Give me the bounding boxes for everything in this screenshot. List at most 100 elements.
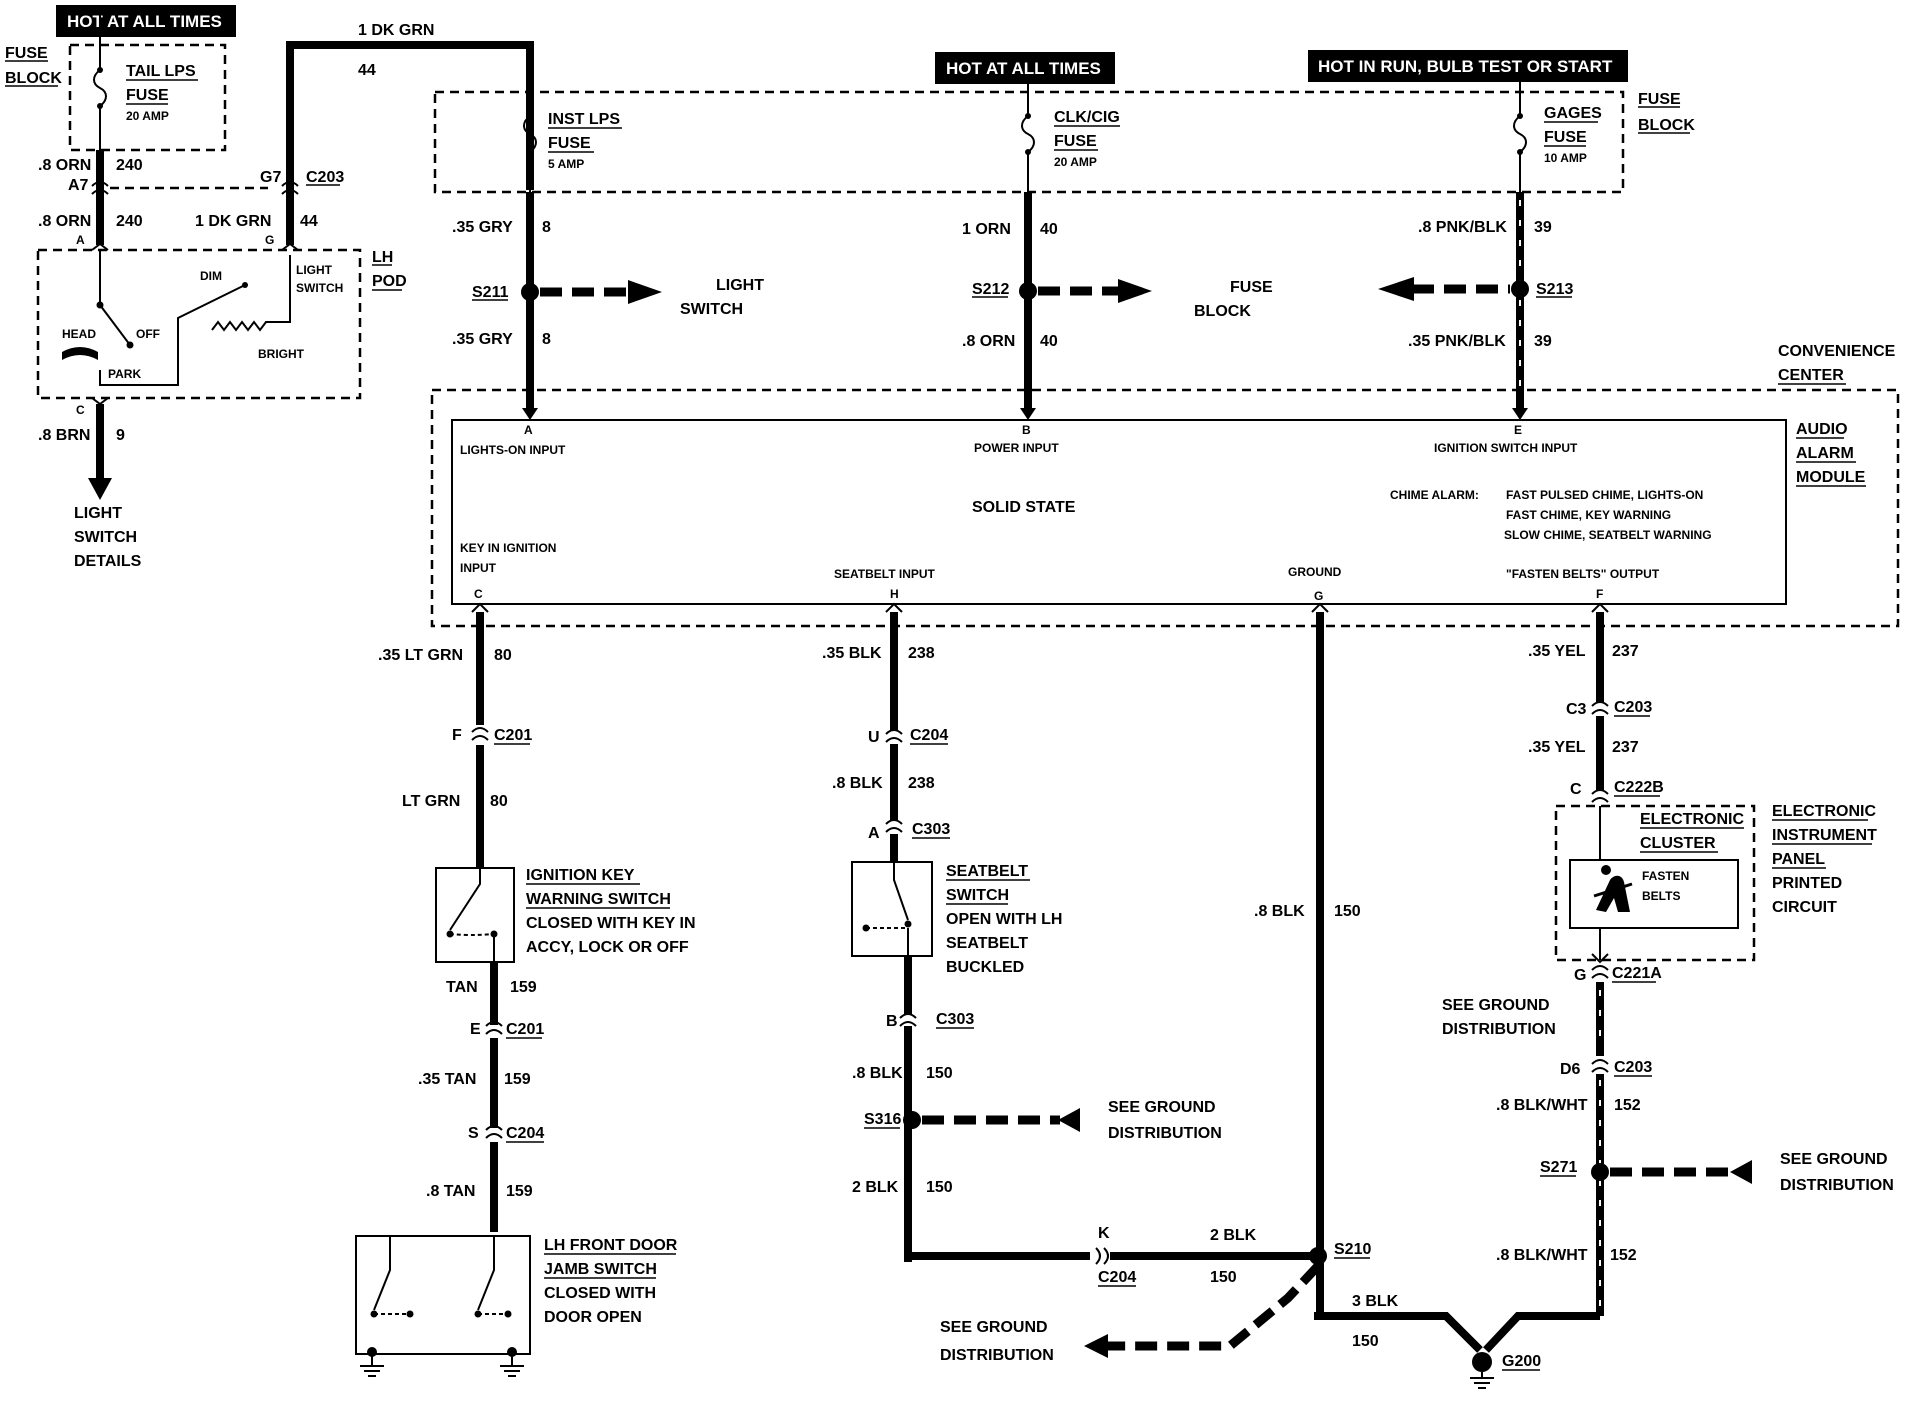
connector-c203-d6: [1591, 1059, 1609, 1073]
s212-arrow: [1118, 279, 1152, 303]
c204-u-label: U: [868, 729, 880, 746]
w44-top-num: 44: [358, 62, 376, 79]
w240-bot-num: 240: [116, 213, 143, 230]
g-gd-2: DISTRIBUTION: [940, 1347, 1054, 1364]
w80-1-label: .35 LT GRN: [378, 647, 463, 664]
hot-at-all-times-mid-bg: [935, 52, 1115, 84]
eip-1: ELECTRONIC: [1772, 803, 1876, 820]
wire-150-to-g200: [1314, 1312, 1483, 1353]
w80-2-label: LT GRN: [402, 793, 460, 810]
electronic-cluster-box: [1554, 804, 1756, 962]
door-4: DOOR OPEN: [544, 1309, 642, 1326]
chime-line2: FAST CHIME, KEY WARNING: [1506, 508, 1671, 522]
module-title2: ALARM: [1796, 445, 1854, 462]
w240-bot-label: .8 ORN: [38, 213, 91, 230]
ignition-switch-input: IGNITION SWITCH INPUT: [1434, 441, 1578, 455]
w159-1-num: 159: [510, 979, 537, 996]
pod-switch-label2: SWITCH: [296, 281, 343, 295]
tail-fuse-name: TAIL LPS: [126, 63, 196, 80]
inst-fuse-type: FUSE: [548, 135, 591, 152]
connector-c221a: [1591, 965, 1609, 979]
w39-bot-label: .35 PNK/BLK: [1408, 333, 1506, 350]
tail-fuse-rating: 20 AMP: [126, 109, 169, 123]
s271-arrow: [1730, 1160, 1752, 1184]
w80-1-num: 80: [494, 647, 512, 664]
w40-bot-num: 40: [1040, 333, 1058, 350]
c303-b-label: B: [886, 1013, 898, 1030]
c203-c3-label: C3: [1566, 701, 1587, 718]
c201-f-label: F: [452, 727, 462, 744]
w9-label: .8 BRN: [38, 427, 90, 444]
inst-fuse-symbol: [523, 92, 537, 192]
w238-1-label: .35 BLK: [822, 645, 882, 662]
lh-pod-title1: LH: [372, 249, 393, 266]
module-title1: AUDIO: [1796, 421, 1848, 438]
w240-top-num: 240: [116, 157, 143, 174]
w237-2-label: .35 YEL: [1528, 739, 1586, 756]
door-3: CLOSED WITH: [544, 1285, 656, 1302]
connector-c204-s: [485, 1125, 503, 1139]
w159-1-label: TAN: [446, 979, 478, 996]
clk-fuse-type: FUSE: [1054, 133, 1097, 150]
w150-g-num: 150: [1334, 903, 1361, 920]
dim-label: DIM: [200, 269, 222, 283]
g200-label: G200: [1502, 1353, 1541, 1370]
pod-a-label: A: [76, 233, 85, 247]
connector-c222b: [1591, 789, 1609, 803]
w80-2-num: 80: [490, 793, 508, 810]
g-gd-1: SEE GROUND: [940, 1319, 1048, 1336]
sb-2: SWITCH: [946, 887, 1009, 904]
gages-fuse-name: GAGES: [1544, 105, 1602, 122]
ign-sw-3: CLOSED WITH KEY IN: [526, 915, 696, 932]
connector-c201-f: [471, 727, 489, 741]
wire-152-to-g200: [1483, 1312, 1600, 1353]
clk-fuse-name: CLK/CIG: [1054, 109, 1120, 126]
c303-a-conn: C303: [912, 821, 950, 838]
w40-top-label: 1 ORN: [962, 221, 1011, 238]
hot-in-run: HOT IN RUN, BULB TEST OR START: [1318, 57, 1613, 76]
s211-label: S211: [472, 284, 509, 301]
w40-bot-label: .8 ORN: [962, 333, 1015, 350]
module-title3: MODULE: [1796, 469, 1866, 486]
fuse-block-left-l1: FUSE: [5, 45, 48, 62]
connector-c303-a: [885, 819, 903, 833]
inst-fuse-rating: 5 AMP: [548, 157, 584, 171]
c201-a-label: C201: [494, 727, 532, 744]
w159-2-num: 159: [504, 1071, 531, 1088]
connector-a7: [91, 181, 109, 195]
sb-1: SEATBELT: [946, 863, 1028, 880]
clk-fuse-rating: 20 AMP: [1054, 155, 1097, 169]
s271-gd-2: DISTRIBUTION: [1780, 1177, 1894, 1194]
w238-2-label: .8 BLK: [832, 775, 883, 792]
w150-h1-label: .8 BLK: [852, 1065, 903, 1082]
c303-b-conn: C303: [936, 1011, 974, 1028]
fuse-block-left-l2: BLOCK: [5, 70, 62, 87]
fb-1: FASTEN: [1642, 869, 1689, 883]
module-e: E: [1514, 423, 1522, 437]
pod-g-label: G: [265, 233, 274, 247]
chime-line3: SLOW CHIME, SEATBELT WARNING: [1504, 528, 1712, 542]
w44-top-label: 1 DK GRN: [358, 22, 434, 39]
door-2: JAMB SWITCH: [544, 1261, 657, 1278]
module-a: A: [524, 423, 533, 437]
ground-g200: [1472, 1352, 1492, 1372]
splice-s212: [1019, 282, 1037, 300]
fuse-block-right-l2: BLOCK: [1638, 117, 1695, 134]
hot-at-all-times-mid: HOT AT ALL TIMES: [946, 59, 1101, 78]
c204-s-label: S: [468, 1125, 479, 1142]
splice-s271: [1591, 1163, 1609, 1181]
w150-g-label: .8 BLK: [1254, 903, 1305, 920]
sb-5: BUCKLED: [946, 959, 1024, 976]
w150-k-label: 2 BLK: [1210, 1227, 1257, 1244]
splice-s211: [521, 283, 539, 301]
connector-c303-b: [899, 1013, 917, 1027]
tail-fuse-box: [68, 43, 227, 152]
w237-1-num: 237: [1612, 643, 1639, 660]
lsd-1: LIGHT: [74, 505, 122, 522]
fasten-belts-output: "FASTEN BELTS" OUTPUT: [1506, 567, 1660, 581]
splice-s316: [903, 1111, 921, 1129]
w44-bot-label: 1 DK GRN: [195, 213, 271, 230]
ls-mid-1: LIGHT: [716, 277, 764, 294]
gages-fuse-rating: 10 AMP: [1544, 151, 1587, 165]
